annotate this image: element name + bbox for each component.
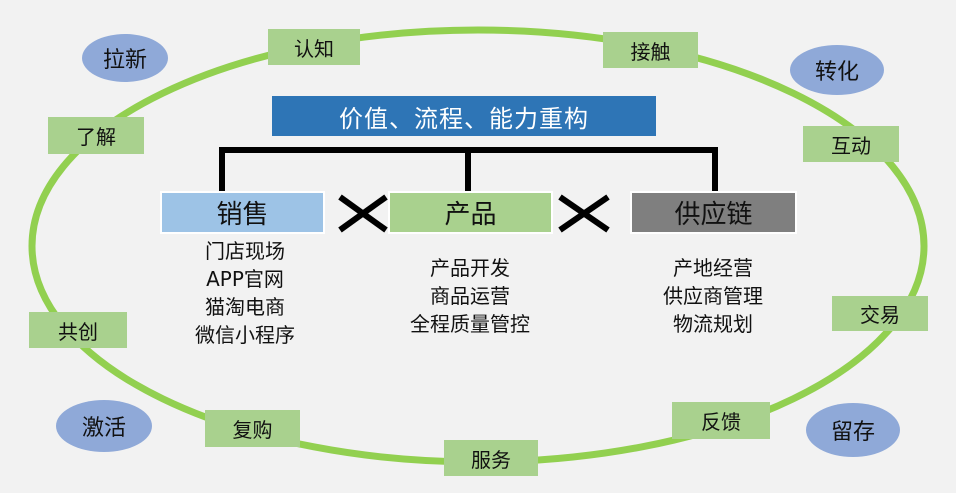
diagram-title: 价值、流程、能力重构 bbox=[272, 96, 656, 136]
list-item: 物流规划 bbox=[673, 312, 753, 336]
customer-journey-ring bbox=[28, 26, 928, 466]
column-list-supply-chain: 产地经营 供应商管理 物流规划 bbox=[638, 254, 788, 338]
column-head-supply-chain: 供应链 bbox=[630, 191, 797, 234]
list-item: 门店现场 bbox=[205, 239, 285, 263]
list-item: APP官网 bbox=[206, 267, 284, 291]
ring-tag-fankui: 反馈 bbox=[672, 402, 770, 439]
list-item: 全程质量管控 bbox=[410, 312, 530, 336]
list-item: 微信小程序 bbox=[195, 323, 295, 347]
list-item: 产地经营 bbox=[673, 256, 753, 280]
ring-tag-jiechu: 接触 bbox=[603, 32, 698, 68]
list-item: 猫淘电商 bbox=[205, 295, 285, 319]
list-item: 商品运营 bbox=[430, 284, 510, 308]
list-item: 供应商管理 bbox=[663, 284, 763, 308]
oval-laxin: 拉新 bbox=[82, 34, 168, 82]
list-item: 产品开发 bbox=[430, 256, 510, 280]
ring-tag-gongchuang: 共创 bbox=[29, 312, 127, 348]
oval-jihuo: 激活 bbox=[56, 400, 152, 452]
oval-liucun: 留存 bbox=[806, 403, 900, 457]
column-list-sales: 门店现场 APP官网 猫淘电商 微信小程序 bbox=[170, 237, 320, 349]
ring-tag-jiaoyi: 交易 bbox=[832, 296, 928, 331]
ring-tag-liaojie: 了解 bbox=[48, 117, 144, 154]
times-icon bbox=[338, 194, 388, 233]
ring-tag-hudong: 互动 bbox=[803, 126, 899, 162]
column-head-sales: 销售 bbox=[160, 191, 325, 234]
column-list-product: 产品开发 商品运营 全程质量管控 bbox=[395, 254, 545, 338]
column-head-product: 产品 bbox=[388, 191, 553, 234]
ring-tag-fugou: 复购 bbox=[205, 410, 300, 447]
oval-zhuanhua: 转化 bbox=[790, 45, 884, 95]
ring-tag-fuwu: 服务 bbox=[444, 440, 538, 476]
times-icon bbox=[558, 194, 610, 233]
ring-tag-renzhi: 认知 bbox=[268, 29, 360, 65]
